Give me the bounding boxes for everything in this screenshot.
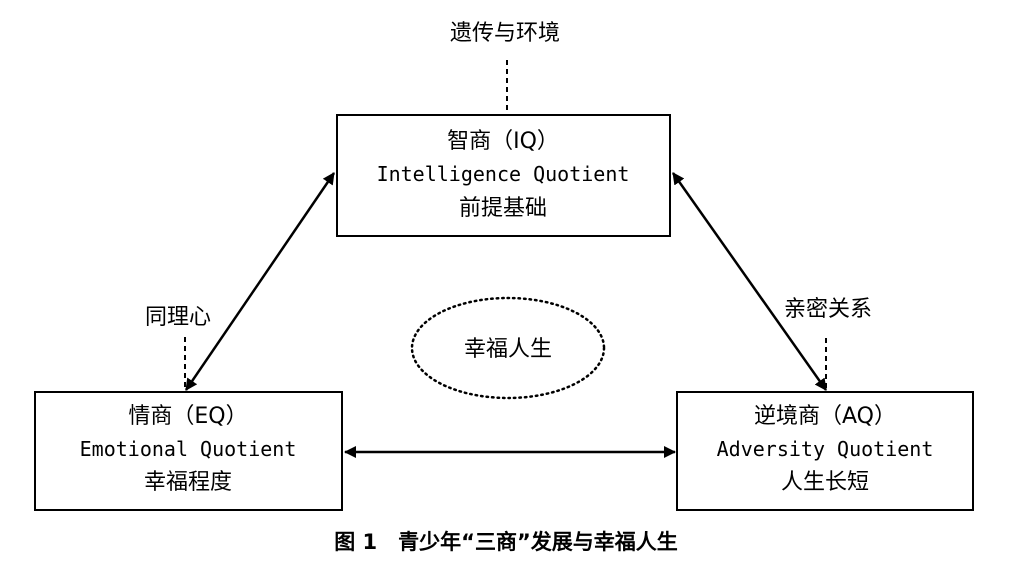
eq-iq-arrow: [184, 172, 336, 391]
intimate-relationship-label: 亲密关系: [784, 297, 872, 322]
aq-english: Adversity Quotient: [717, 437, 934, 461]
happy-life-label: 幸福人生: [464, 337, 552, 362]
iq-aq-arrow: [671, 172, 828, 391]
aq-title: 逆境商（AQ）: [754, 404, 896, 429]
figure-caption: 图 1 青少年“三商”发展与幸福人生: [334, 530, 678, 554]
happy-life-ellipse: [410, 296, 606, 400]
iq-box: 智商（IQ） Intelligence Quotient 前提基础: [336, 114, 671, 237]
eq-title: 情商（EQ）: [128, 404, 247, 429]
aq-box: 逆境商（AQ） Adversity Quotient 人生长短: [676, 391, 974, 511]
aq-description: 人生长短: [781, 470, 869, 495]
empathy-label: 同理心: [145, 305, 211, 330]
heredity-environment-label: 遗传与环境: [450, 21, 560, 46]
eq-description: 幸福程度: [144, 470, 232, 495]
eq-english: Emotional Quotient: [80, 437, 297, 461]
iq-description: 前提基础: [459, 196, 547, 221]
iq-title: 智商（IQ）: [447, 129, 559, 154]
eq-box: 情商（EQ） Emotional Quotient 幸福程度: [34, 391, 343, 511]
iq-english: Intelligence Quotient: [377, 162, 630, 186]
